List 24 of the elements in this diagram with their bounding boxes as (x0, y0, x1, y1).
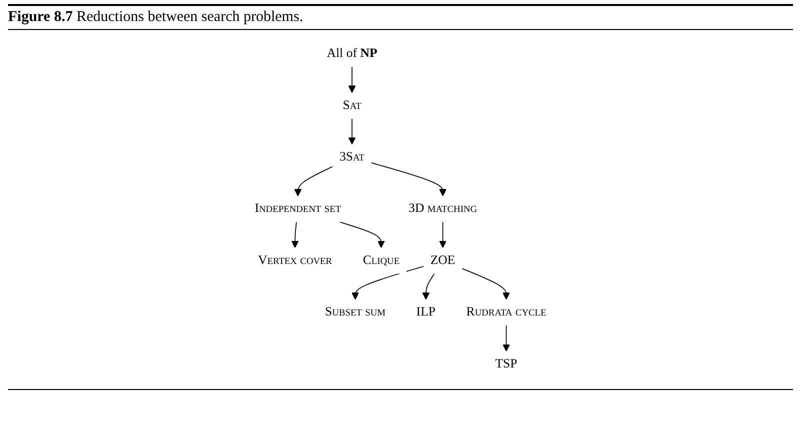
arrow (291, 222, 299, 248)
arrow (348, 66, 356, 93)
node-text: Sat (342, 98, 362, 112)
arrow (352, 266, 424, 300)
arrow (462, 268, 510, 300)
node-text: TSP (495, 357, 518, 371)
node-text: ILP (416, 305, 436, 320)
arrow (294, 166, 334, 196)
arrow (422, 273, 435, 300)
figure-caption: Figure 8.7 Reductions between search problems. (8, 4, 793, 30)
node-text: Vertex cover (258, 254, 332, 268)
diagram: All of NP Sat 3Sat Independent set 3D matching Vertex cover Clique ZOE Subset sum ILP Rudrata cycle TSP (8, 34, 793, 384)
arrow (348, 118, 356, 145)
arrow (370, 162, 447, 196)
node-text: All of NP (326, 46, 378, 60)
arrow (439, 222, 447, 248)
node-text: 3Sat (339, 150, 365, 164)
node-text: Rudrata cycle (466, 305, 546, 320)
node-text: 3D matching (408, 202, 478, 216)
arrow (502, 325, 510, 352)
node-text: Subset sum (325, 305, 386, 320)
node-text: Independent set (254, 202, 342, 216)
arrow (339, 222, 385, 248)
node-text: ZOE (430, 254, 456, 268)
